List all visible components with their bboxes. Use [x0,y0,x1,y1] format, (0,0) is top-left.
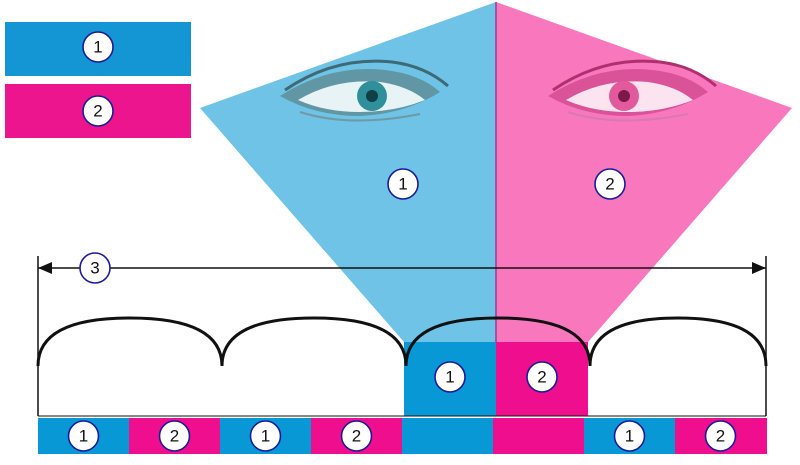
strip-marker-8: 2 [704,420,737,452]
svg-text:1: 1 [398,175,407,194]
left-view-cone [200,2,496,342]
dimension-arrow-left [38,262,52,274]
width-marker: 3 [79,252,111,284]
right-view-cone [496,2,792,342]
svg-text:2: 2 [537,368,546,387]
svg-text:3: 3 [90,259,99,278]
lens-column-marker-1: 1 [434,361,466,393]
right-eye-icon [548,59,717,122]
svg-text:1: 1 [625,427,634,446]
strip-marker-4: 2 [340,420,373,452]
lens-column-marker-2: 2 [526,361,558,393]
legend-marker-2: 2 [82,95,114,127]
dimension-arrow-right [752,262,766,274]
svg-text:1: 1 [79,427,88,446]
svg-text:2: 2 [716,427,725,446]
left-view-marker: 1 [387,168,419,200]
lenticular-lens-arcs [36,316,768,367]
strip-segment-6 [493,418,585,454]
interlaced-strip: 1 2 1 2 1 2 [38,418,767,454]
svg-text:1: 1 [261,427,270,446]
strip-marker-2: 2 [158,420,191,452]
svg-text:1: 1 [445,368,454,387]
svg-text:1: 1 [93,38,102,57]
svg-text:2: 2 [170,427,179,446]
left-eye-icon [280,59,449,122]
svg-text:2: 2 [352,427,361,446]
svg-text:2: 2 [93,102,102,121]
right-view-marker: 2 [594,168,626,200]
strip-marker-3: 1 [249,420,282,452]
strip-segment-5 [402,418,494,454]
strip-marker-1: 1 [67,420,100,452]
strip-marker-7: 1 [613,420,646,452]
svg-text:2: 2 [605,175,614,194]
legend-marker-1: 1 [82,31,114,63]
